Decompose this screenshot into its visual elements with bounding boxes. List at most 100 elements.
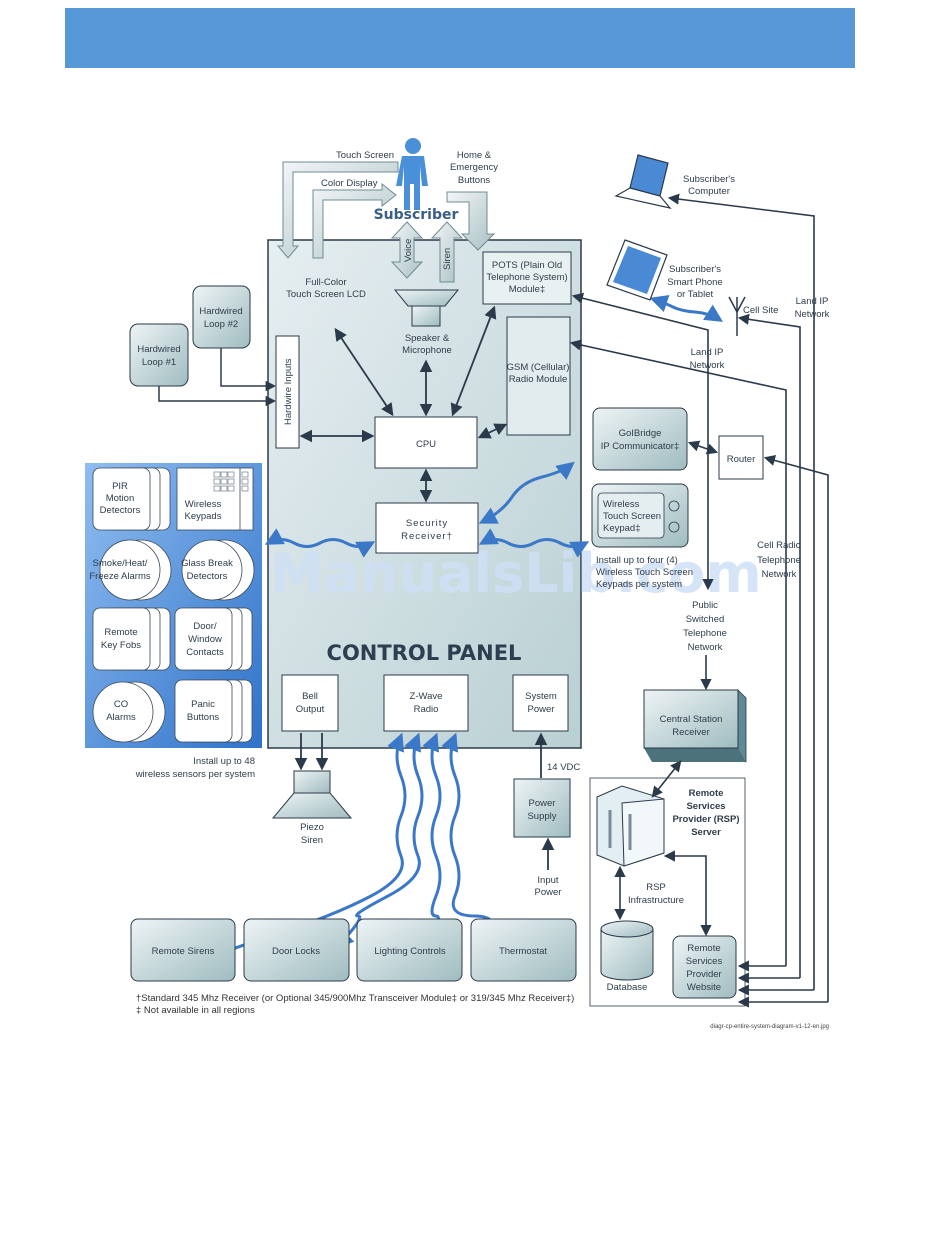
home-emergency-label: Home & Emergency Buttons — [450, 150, 498, 186]
system-power-box — [512, 674, 569, 732]
central-station-box — [643, 689, 747, 763]
power-supply-label: Power Supply — [527, 798, 556, 822]
svg-text:Radio Module: Radio Module — [509, 374, 568, 385]
svg-text:Freeze Alarms: Freeze Alarms — [89, 571, 150, 582]
server-icon — [596, 785, 665, 867]
svg-text:Radio: Radio — [414, 704, 439, 715]
database-icon — [600, 920, 654, 981]
svg-text:Switched: Switched — [686, 614, 725, 625]
touch-screen-arrow — [276, 161, 399, 259]
computer-label: Subscriber's Computer — [683, 174, 735, 197]
cpu-box — [374, 416, 478, 469]
svg-text:Server: Server — [691, 827, 721, 838]
piezo-siren-icon — [271, 770, 353, 819]
svg-text:Website: Website — [687, 982, 721, 993]
svg-text:Power: Power — [535, 887, 562, 898]
land-ip-label-1: Land IP Network — [795, 296, 830, 320]
svg-text:Bell: Bell — [302, 691, 318, 702]
sensor-labels: PIR Motion Detectors Wireless Keypads Sm… — [89, 481, 233, 723]
svg-text:Keypads per system: Keypads per system — [596, 579, 682, 590]
svg-text:Remote: Remote — [689, 788, 724, 799]
svg-text:Motion: Motion — [106, 493, 135, 504]
sensor-smoke: Smoke/Heat/ — [93, 558, 148, 569]
siren-arrow — [430, 221, 464, 283]
siren-label: Siren — [442, 248, 453, 270]
svg-text:Smart Phone: Smart Phone — [667, 277, 722, 288]
router-box — [718, 435, 764, 480]
svg-text:Alarms: Alarms — [106, 712, 136, 723]
svg-text:Land IP: Land IP — [691, 347, 724, 358]
land-ip-label-2: Land IP Network — [690, 347, 725, 371]
voice-arrow — [390, 221, 424, 279]
color-display-arrow — [312, 182, 397, 259]
svg-text:‡ Not available in all regions: ‡ Not available in all regions — [136, 1005, 255, 1016]
cell-site-label: Cell Site — [743, 305, 778, 316]
zwave-radio-label: Z-Wave Radio — [410, 691, 443, 715]
laptop-icon — [614, 154, 672, 209]
security-receiver-box — [375, 502, 479, 554]
cpu-label: CPU — [416, 439, 436, 450]
subscriber-label: Subscriber — [374, 207, 459, 223]
external-connections — [569, 193, 829, 1008]
hardwired-loop-2 — [192, 285, 251, 349]
svg-text:Microphone: Microphone — [402, 345, 452, 356]
svg-text:Public: Public — [692, 600, 718, 611]
svg-text:Infrastructure: Infrastructure — [628, 895, 684, 906]
bell-output-label: Bell Output — [296, 691, 325, 715]
svg-text:Subscriber's: Subscriber's — [669, 264, 721, 275]
svg-text:Power: Power — [528, 704, 555, 715]
zwave-device-door-locks — [243, 918, 350, 982]
piezo-siren-label: Piezo Siren — [300, 822, 324, 846]
svg-text:GSM (Cellular): GSM (Cellular) — [507, 362, 570, 373]
input-power-label: Input Power — [535, 875, 562, 898]
svg-text:Output: Output — [296, 704, 325, 715]
vdc-label: 14 VDC — [547, 762, 580, 773]
hardwired-loop-connections — [158, 348, 277, 407]
svg-text:Receiver: Receiver — [672, 727, 710, 738]
speaker-label: Speaker & Microphone — [402, 333, 452, 356]
svg-text:Provider (RSP): Provider (RSP) — [672, 814, 739, 825]
svg-text:Keypad‡: Keypad‡ — [603, 523, 641, 534]
phone-label: Subscriber's Smart Phone or Tablet — [667, 264, 722, 300]
hardwire-inputs — [275, 335, 300, 449]
hardwire-inputs-label: Hardwire Inputs — [283, 358, 294, 425]
svg-text:Siren: Siren — [301, 835, 323, 846]
svg-text:Touch Screen LCD: Touch Screen LCD — [286, 289, 366, 300]
svg-text:Touch Screen: Touch Screen — [603, 511, 661, 522]
svg-text:Emergency: Emergency — [450, 162, 498, 173]
sensor-pir: PIR — [112, 481, 128, 492]
diagram-filename: diagr-cp-entire-system-diagram-v1-12-en.… — [710, 1024, 829, 1030]
wireless-sensors-note: Install up to 48 wireless sensors per sy… — [135, 756, 255, 780]
svg-text:Telephone: Telephone — [683, 628, 727, 639]
zwave-radio-box — [383, 674, 469, 732]
svg-text:Wireless Touch Screen: Wireless Touch Screen — [596, 567, 693, 578]
system-power-label: System Power — [525, 691, 557, 715]
svg-text:Telephone System): Telephone System) — [486, 272, 567, 283]
svg-text:†Standard 345 Mhz Receiver (or: †Standard 345 Mhz Receiver (or Optional … — [136, 993, 574, 1004]
svg-text:Telephone: Telephone — [757, 555, 801, 566]
svg-text:Land IP: Land IP — [796, 296, 829, 307]
gsm-module-label: GSM (Cellular) Radio Module — [507, 362, 570, 385]
svg-text:Keypads: Keypads — [185, 511, 222, 522]
svg-text:Z-Wave: Z-Wave — [410, 691, 443, 702]
color-display-label: Color Display — [321, 178, 378, 189]
router-label: Router — [727, 454, 756, 465]
speaker-icon — [393, 289, 460, 327]
svg-text:Detectors: Detectors — [187, 571, 228, 582]
svg-text:Cell Radio: Cell Radio — [757, 540, 801, 551]
sensor-key-fobs: Remote — [104, 627, 137, 638]
svg-text:Services: Services — [686, 801, 725, 812]
svg-text:Loop #1: Loop #1 — [142, 357, 176, 368]
hardwired-loop-1-label: Hardwired Loop #1 — [137, 344, 180, 368]
power-supply-box — [513, 778, 571, 838]
svg-text:Input: Input — [537, 875, 558, 886]
zwave-devices: Remote Sirens Door Locks Lighting Contro… — [130, 918, 577, 982]
footnotes: †Standard 345 Mhz Receiver (or Optional … — [136, 993, 574, 1016]
svg-text:Supply: Supply — [527, 811, 556, 822]
svg-text:Speaker &: Speaker & — [405, 333, 450, 344]
rsp-infra-label: RSP Infrastructure — [628, 882, 684, 906]
voice-label: Voice — [403, 239, 414, 262]
sensor-keypads: Wireless — [185, 499, 222, 510]
svg-text:Contacts: Contacts — [186, 647, 224, 658]
